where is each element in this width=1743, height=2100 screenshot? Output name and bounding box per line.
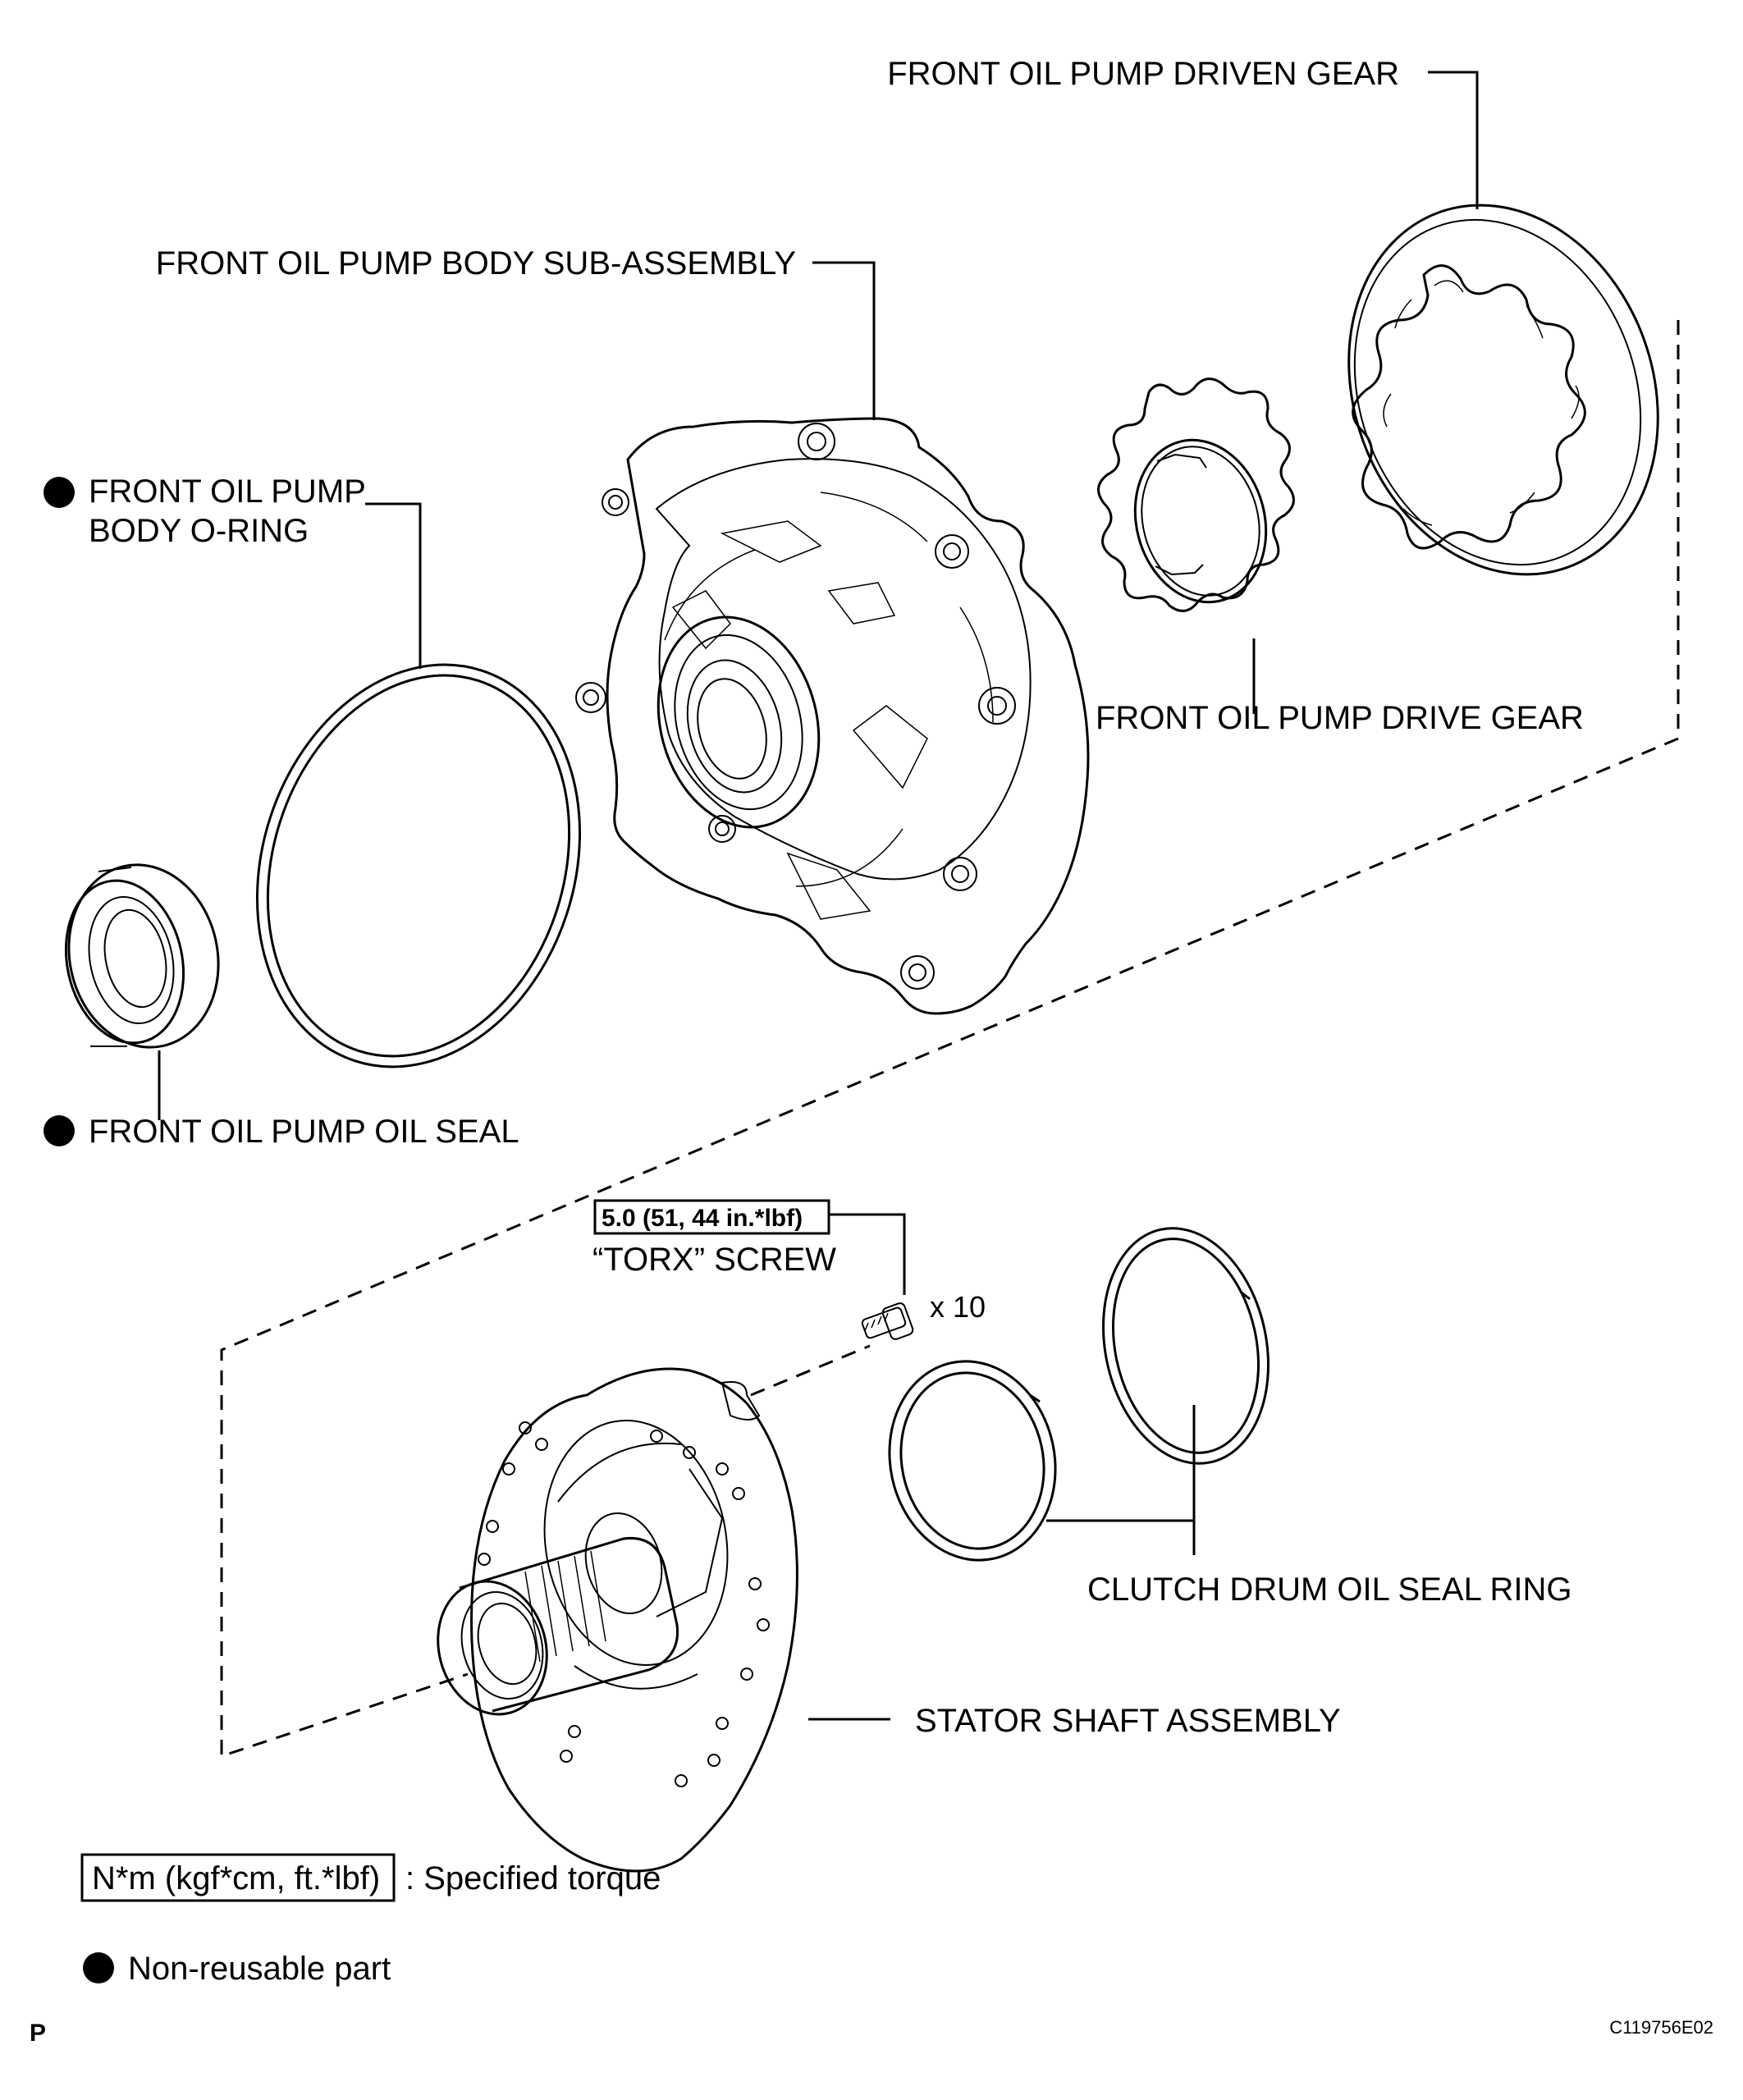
non-reusable-marker-icon — [43, 477, 75, 508]
oil-seal-illustration — [64, 863, 220, 1049]
torx-screw-illustration — [861, 1302, 914, 1340]
label-o-ring-line1: FRONT OIL PUMP — [89, 474, 366, 510]
footer-left-code: P — [30, 2020, 46, 2047]
clutch-seal-rings-illustration — [888, 1227, 1270, 1562]
leader-torque — [829, 1213, 906, 1295]
pump-body-illustration — [575, 417, 1090, 1015]
figure-id: C119756E02 — [1609, 2017, 1713, 2038]
drive-gear-illustration — [1097, 377, 1295, 612]
leader-clutch-ring — [1046, 1519, 1196, 1555]
leader-body-sub-assembly — [812, 261, 876, 420]
legend: N*m (kgf*cm, ft.*lbf) : Specified torque… — [80, 1853, 661, 1987]
label-screw-qty: x 10 — [930, 1290, 986, 1324]
torque-value: 5.0 (51, 44 in.*lbf) — [602, 1205, 803, 1232]
legend-torque-box-text: N*m (kgf*cm, ft.*lbf) — [92, 1860, 380, 1896]
leader-o-ring — [365, 502, 422, 669]
torque-callout: 5.0 (51, 44 in.*lbf) — [593, 1199, 830, 1235]
part-labels: FRONT OIL PUMP DRIVEN GEAR FRONT OIL PUM… — [89, 56, 1584, 1739]
label-torx-screw: “TORX” SCREW — [592, 1242, 836, 1278]
label-body-sub-assembly: FRONT OIL PUMP BODY SUB-ASSEMBLY — [156, 245, 796, 281]
stator-shaft-illustration — [437, 1367, 798, 1873]
label-oil-seal: FRONT OIL PUMP OIL SEAL — [89, 1114, 519, 1150]
non-reusable-marker-icon — [43, 1115, 75, 1146]
driven-gear-illustration — [1347, 204, 1659, 576]
label-clutch-ring: CLUTCH DRUM OIL SEAL RING — [1087, 1572, 1571, 1608]
leader-lines — [158, 71, 1479, 1721]
label-stator-shaft: STATOR SHAFT ASSEMBLY — [915, 1703, 1341, 1739]
label-driven-gear: FRONT OIL PUMP DRIVEN GEAR — [887, 56, 1399, 92]
o-ring-illustration — [255, 663, 582, 1068]
legend-torque-text: : Specified torque — [405, 1860, 661, 1896]
label-o-ring-line2: BODY O-RING — [89, 513, 309, 549]
leader-driven-gear — [1428, 71, 1479, 209]
filled-circle-icon — [83, 1952, 114, 1983]
assembly-dashed-outline — [220, 320, 1680, 1759]
legend-non-reusable-text: Non-reusable part — [128, 1951, 391, 1987]
label-drive-gear: FRONT OIL PUMP DRIVE GEAR — [1096, 700, 1584, 736]
